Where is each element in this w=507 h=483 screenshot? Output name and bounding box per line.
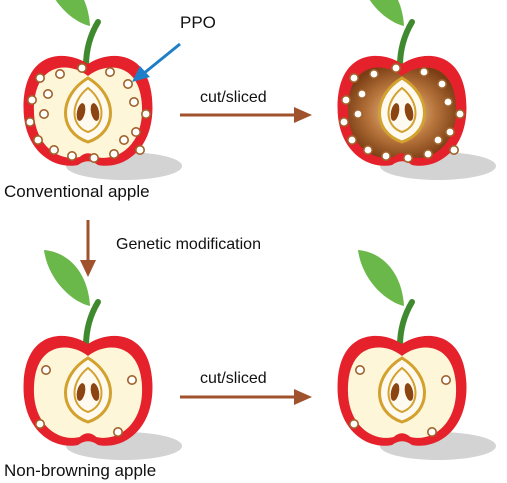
- ppo-dot: [26, 95, 37, 106]
- apple-core: [64, 356, 112, 424]
- ppo-dot: [442, 97, 453, 108]
- ppo-dot: [352, 109, 363, 120]
- ppo-dot: [380, 151, 391, 162]
- ppo-dot: [34, 73, 45, 84]
- ppo-dot: [368, 69, 379, 80]
- nonbrowning-apple-fresh: [23, 250, 182, 460]
- seed-icon: [90, 383, 100, 401]
- apple-core-inner: [387, 366, 417, 414]
- ppo-dot: [390, 62, 401, 73]
- ppo-dot: [354, 364, 365, 375]
- ppo-dot: [127, 374, 138, 385]
- leaf-icon: [369, 0, 404, 26]
- ppo-dot: [418, 67, 429, 78]
- seed-icon: [76, 383, 86, 401]
- ppo-dot: [426, 426, 437, 437]
- ppo-dot: [362, 145, 373, 156]
- ppo-dot: [432, 135, 443, 146]
- ppo-dot: [42, 89, 53, 100]
- ppo-dot: [141, 109, 152, 120]
- leaf-icon: [358, 250, 404, 306]
- apple-core-inner: [387, 86, 417, 134]
- apple-core: [378, 356, 426, 424]
- seed-icon: [390, 383, 400, 401]
- ppo-pointer-arrow: [132, 42, 181, 82]
- ppo-dot: [422, 149, 433, 160]
- ppo-dot: [356, 89, 367, 100]
- seed-icon: [390, 103, 400, 121]
- ppo-dot: [402, 153, 413, 164]
- ppo-dot: [38, 109, 49, 120]
- apple-stem: [397, 19, 415, 69]
- ppo-dot: [436, 79, 447, 90]
- leaf-icon: [44, 250, 90, 306]
- apple-core-inner: [73, 366, 103, 414]
- ppo-dot: [454, 109, 465, 120]
- ppo-dot: [348, 73, 359, 84]
- cut-label-bottom: cut/sliced: [200, 370, 267, 387]
- nonbrowning-apple-label: Non-browning apple: [4, 461, 156, 480]
- ppo-dot: [89, 153, 100, 164]
- ppo-dot: [123, 79, 134, 90]
- ppo-dot: [67, 151, 78, 162]
- ppo-dot: [338, 117, 349, 128]
- leaf-icon: [55, 0, 90, 26]
- nonbrowning-apple-cut: [337, 250, 496, 460]
- ppo-dot: [24, 117, 35, 128]
- conventional-apple-cut: [337, 0, 496, 180]
- ppo-dot: [131, 127, 142, 138]
- apple-core: [378, 76, 426, 144]
- apple-core-inner: [73, 86, 103, 134]
- apple-stem: [83, 19, 101, 69]
- cut-arrow-bottom: [180, 389, 312, 405]
- ppo-dot: [34, 418, 45, 429]
- ppo-dot: [444, 127, 455, 138]
- ppo-dot: [32, 135, 43, 146]
- ppo-dot: [340, 95, 351, 106]
- genetic-modification-label: Genetic modification: [116, 236, 261, 253]
- genetic-modification-arrow: [80, 220, 96, 277]
- ppo-dot: [105, 67, 116, 78]
- conventional-apple-label: Conventional apple: [4, 182, 150, 201]
- ppo-dot: [348, 418, 359, 429]
- conventional-apple-fresh: [23, 0, 182, 180]
- ppo-dot: [119, 135, 130, 146]
- apple-stem: [397, 299, 415, 349]
- seed-icon: [76, 103, 86, 121]
- ppo-dot: [440, 374, 451, 385]
- ppo-dot: [77, 62, 88, 73]
- ppo-dot: [129, 97, 140, 108]
- ppo-dot: [113, 426, 124, 437]
- ppo-dot: [48, 145, 59, 156]
- ppo-label: PPO: [180, 13, 216, 32]
- cut-arrow-top: [180, 107, 312, 123]
- seed-icon: [404, 103, 414, 121]
- ppo-dot: [346, 135, 357, 146]
- ppo-dot: [448, 145, 459, 156]
- ppo-dot: [135, 145, 146, 156]
- ppo-dot: [40, 364, 51, 375]
- apple-stem: [83, 299, 101, 349]
- ppo-dot: [54, 69, 65, 80]
- seed-icon: [90, 103, 100, 121]
- seed-icon: [404, 383, 414, 401]
- ppo-dot: [109, 149, 120, 160]
- apple-core: [64, 76, 112, 144]
- cut-label-top: cut/sliced: [200, 89, 267, 106]
